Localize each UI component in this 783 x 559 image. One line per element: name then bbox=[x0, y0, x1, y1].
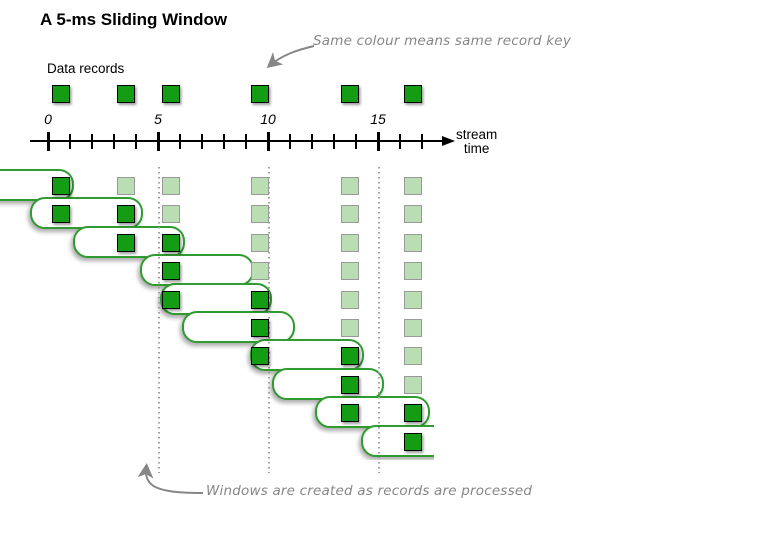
future-record-square bbox=[251, 233, 270, 252]
axis-major-tick bbox=[376, 132, 380, 151]
data-records-label: Data records bbox=[47, 61, 125, 76]
future-record-square bbox=[404, 262, 423, 281]
future-record-square bbox=[251, 205, 270, 224]
window-record-square bbox=[251, 290, 270, 309]
data-record-square bbox=[404, 85, 423, 103]
axis-tick-label: 5 bbox=[154, 111, 162, 127]
axis-minor-tick bbox=[179, 134, 181, 149]
top-annotation-arrow bbox=[266, 45, 315, 68]
diagram-title: A 5-ms Sliding Window bbox=[40, 10, 228, 29]
axis-minor-tick bbox=[135, 134, 137, 149]
axis-minor-tick bbox=[223, 134, 225, 149]
axis-minor-tick bbox=[311, 134, 313, 149]
window-record-square bbox=[341, 375, 360, 394]
axis-minor-tick bbox=[333, 134, 335, 149]
window-record-square bbox=[162, 262, 181, 281]
window-record-square bbox=[52, 177, 71, 195]
axis-minor-tick bbox=[289, 134, 291, 149]
dotted-gridline bbox=[378, 167, 380, 473]
annotation-same-colour: Same colour means same record key bbox=[313, 33, 572, 49]
window-record-square bbox=[162, 290, 181, 309]
future-record-square bbox=[341, 177, 360, 195]
future-record-square bbox=[404, 205, 423, 224]
stream-time-label-line2: time bbox=[463, 141, 490, 156]
future-record-square bbox=[341, 233, 360, 252]
axis-minor-tick bbox=[245, 134, 247, 149]
window-record-square bbox=[117, 233, 135, 252]
axis-minor-tick bbox=[201, 134, 203, 149]
axis-minor-tick bbox=[399, 134, 401, 149]
axis-minor-tick bbox=[421, 134, 423, 149]
future-record-square bbox=[404, 319, 423, 337]
stream-time-label: stream time bbox=[456, 128, 497, 156]
future-record-square bbox=[341, 319, 360, 337]
axis-minor-tick bbox=[69, 134, 71, 149]
future-record-square bbox=[251, 177, 270, 195]
axis-tick-label: 15 bbox=[370, 111, 386, 127]
window-record-square bbox=[52, 205, 71, 224]
future-record-square bbox=[404, 233, 423, 252]
annotation-windows-created: Windows are created as records are proce… bbox=[206, 483, 533, 499]
axis-line bbox=[30, 140, 442, 142]
axis-major-tick bbox=[266, 132, 270, 151]
future-record-square bbox=[162, 205, 181, 224]
data-record-square bbox=[162, 85, 181, 103]
dotted-gridline bbox=[158, 167, 160, 473]
window-record-square bbox=[117, 205, 135, 224]
axis-tick-label: 10 bbox=[260, 111, 276, 127]
bottom-annotation-arrow bbox=[137, 463, 204, 494]
data-record-square bbox=[52, 85, 71, 103]
axis-minor-tick bbox=[113, 134, 115, 149]
future-record-square bbox=[404, 177, 423, 195]
axis-tick-label: 0 bbox=[44, 111, 52, 127]
data-record-square bbox=[117, 85, 135, 103]
window-record-square bbox=[341, 347, 360, 366]
future-record-square bbox=[117, 177, 135, 195]
future-record-square bbox=[404, 290, 423, 309]
window-record-square bbox=[251, 347, 270, 366]
data-record-square bbox=[341, 85, 360, 103]
sliding-window bbox=[182, 311, 296, 343]
future-record-square bbox=[404, 347, 423, 366]
future-record-square bbox=[404, 375, 423, 394]
axis-minor-tick bbox=[355, 134, 357, 149]
future-record-square bbox=[341, 262, 360, 281]
window-record-square bbox=[162, 233, 181, 252]
windows-layer bbox=[0, 160, 434, 460]
window-record-square bbox=[341, 404, 360, 423]
future-record-square bbox=[162, 177, 181, 195]
axis-arrowhead bbox=[442, 135, 455, 146]
stream-time-label-line1: stream bbox=[456, 127, 498, 142]
sliding-window bbox=[272, 367, 385, 400]
axis-major-tick bbox=[156, 132, 160, 151]
axis-minor-tick bbox=[91, 134, 93, 149]
axis-major-tick bbox=[46, 132, 50, 151]
future-record-square bbox=[341, 290, 360, 309]
sliding-window bbox=[361, 424, 434, 457]
window-record-square bbox=[404, 404, 423, 423]
future-record-square bbox=[341, 205, 360, 224]
window-record-square bbox=[251, 319, 270, 337]
data-record-square bbox=[251, 85, 270, 103]
future-record-square bbox=[251, 262, 270, 281]
window-record-square bbox=[404, 432, 423, 451]
